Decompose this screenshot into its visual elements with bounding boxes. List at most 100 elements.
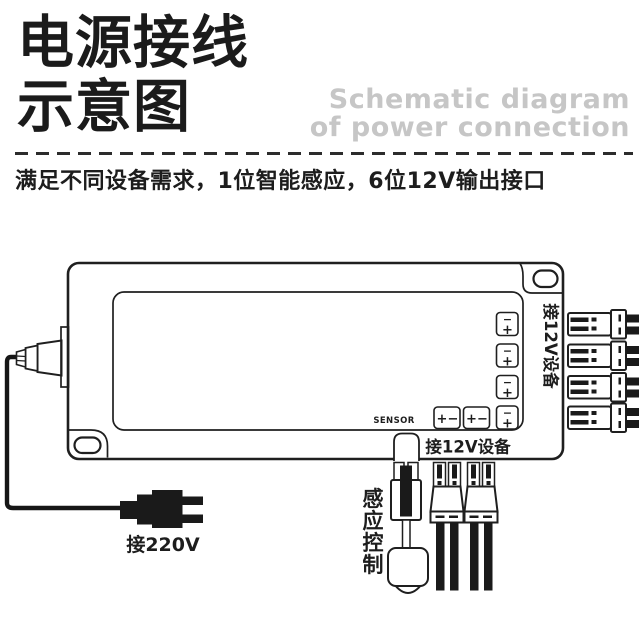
page-title-line-2: 示意图: [17, 74, 191, 140]
terminal-minus-label: −: [503, 407, 512, 420]
connector-pin: [570, 389, 589, 394]
terminal-plus-label: +: [502, 355, 513, 370]
connector-wire: [626, 420, 639, 428]
cable-wire: [470, 522, 479, 591]
bottom-output-cable: [463, 461, 499, 591]
connector-pin: [570, 349, 589, 354]
collar-mark: [618, 408, 621, 415]
mounting-ear-bottom-left: [68, 429, 109, 458]
dc-plug-neck: [24, 344, 39, 373]
connector-pin: [570, 380, 589, 385]
connector-wire: [626, 346, 639, 354]
page-title: 电源接线 示意图: [17, 11, 249, 139]
output-cable-connector: [567, 309, 639, 340]
connector-pin: [570, 411, 589, 416]
cable-connector-body: [429, 485, 465, 513]
collar-mark: [618, 346, 621, 353]
tagline: 满足不同设备需求，1位智能感应，6位12V输出接口: [15, 169, 546, 194]
base-slot: [449, 515, 458, 518]
terminal-outline: [495, 311, 519, 337]
cable-pin: [471, 464, 476, 479]
terminal-minus-label: −: [503, 376, 512, 389]
sensor-control-label: 感 应 控 制: [363, 487, 384, 577]
cable-pin: [437, 464, 442, 479]
terminal-outline: [495, 405, 519, 430]
cable-wire: [450, 522, 459, 591]
terminal-plus-label: +: [502, 386, 513, 401]
bottom-terminal: + −: [433, 406, 461, 430]
cable-pin-dot: [471, 481, 476, 485]
mounting-hole-bottom-left: [73, 436, 102, 455]
connector-slot: [591, 389, 597, 394]
connector-collar: [610, 340, 627, 371]
collar-mark: [618, 314, 621, 322]
cable-pin-dot: [452, 481, 457, 485]
terminal-outline: [495, 374, 519, 400]
base-slot: [469, 515, 479, 518]
terminal-minus-label: −: [477, 412, 488, 427]
connector-wire: [626, 358, 639, 366]
connector-pin: [570, 326, 589, 331]
connector-collar: [610, 372, 627, 403]
terminal-minus-label: −: [448, 412, 459, 427]
subtitle-en-line-2: of power connection: [309, 112, 630, 143]
connector-collar: [610, 402, 627, 433]
mounting-hole-top-right: [532, 269, 559, 289]
sensor-cable: [401, 519, 411, 549]
connector-slot: [591, 326, 597, 331]
output-row: − +: [495, 309, 639, 340]
connector-wire: [626, 389, 639, 398]
page-title-line-1: 电源接线: [17, 10, 249, 76]
connector-slot: [591, 411, 597, 415]
cable-pin-dot: [437, 481, 442, 485]
connector-wire: [626, 408, 639, 416]
connector-slot: [591, 349, 597, 353]
connector-wire: [626, 326, 639, 335]
page-subtitle-en: Schematic diagram of power connection: [310, 86, 630, 142]
cable-wire: [436, 522, 445, 591]
mounting-ear-top-right: [519, 263, 562, 294]
dc-plug-ring: [16, 355, 26, 358]
power-cord: [4, 354, 122, 511]
cable-connector-base: [463, 510, 499, 524]
terminal-plus-label: +: [502, 323, 513, 338]
connector-body: [567, 405, 612, 430]
sensor-plug-pin: [400, 465, 412, 517]
collar-mark: [618, 377, 621, 385]
cable-pin: [486, 464, 491, 479]
sensor-control-char: 制: [363, 553, 384, 577]
terminal-outline: [462, 406, 491, 430]
output-row: − +: [495, 340, 639, 371]
base-slot: [435, 515, 445, 518]
cable-pin-dot: [486, 481, 491, 485]
output-terminal: − +: [495, 311, 519, 338]
connector-pin: [570, 317, 589, 322]
dc-plug-tip: [15, 348, 27, 369]
right-ports-label: 接12V设备: [541, 303, 561, 389]
terminal-outline: [495, 343, 519, 368]
terminal-plus-label: +: [437, 412, 448, 427]
terminal-plus-label: +: [502, 417, 513, 432]
terminal-outline: [433, 406, 461, 430]
sensor-plug-assembly: [387, 461, 429, 594]
ac-plug-prong-bottom: [182, 514, 203, 523]
connector-slot: [591, 317, 597, 322]
connector-slot: [591, 358, 597, 362]
connector-wire: [626, 377, 639, 386]
sensor-port: [393, 432, 420, 461]
connector-body: [567, 312, 612, 337]
subtitle-en-line-1: Schematic diagram: [328, 84, 630, 115]
bottom-output-cable: [429, 461, 465, 591]
terminal-minus-label: −: [503, 345, 512, 358]
connector-body: [567, 375, 612, 400]
dc-input-socket: [60, 326, 70, 388]
connector-wire: [626, 314, 639, 323]
connector-pin: [570, 420, 589, 425]
sensor-control-char: 应: [363, 509, 384, 533]
cable-connector-base: [429, 510, 465, 524]
sensor-head: [387, 547, 429, 587]
connector-slot: [591, 420, 597, 424]
sensor-control-char: 控: [363, 531, 384, 555]
cable-connector-body: [463, 485, 499, 513]
